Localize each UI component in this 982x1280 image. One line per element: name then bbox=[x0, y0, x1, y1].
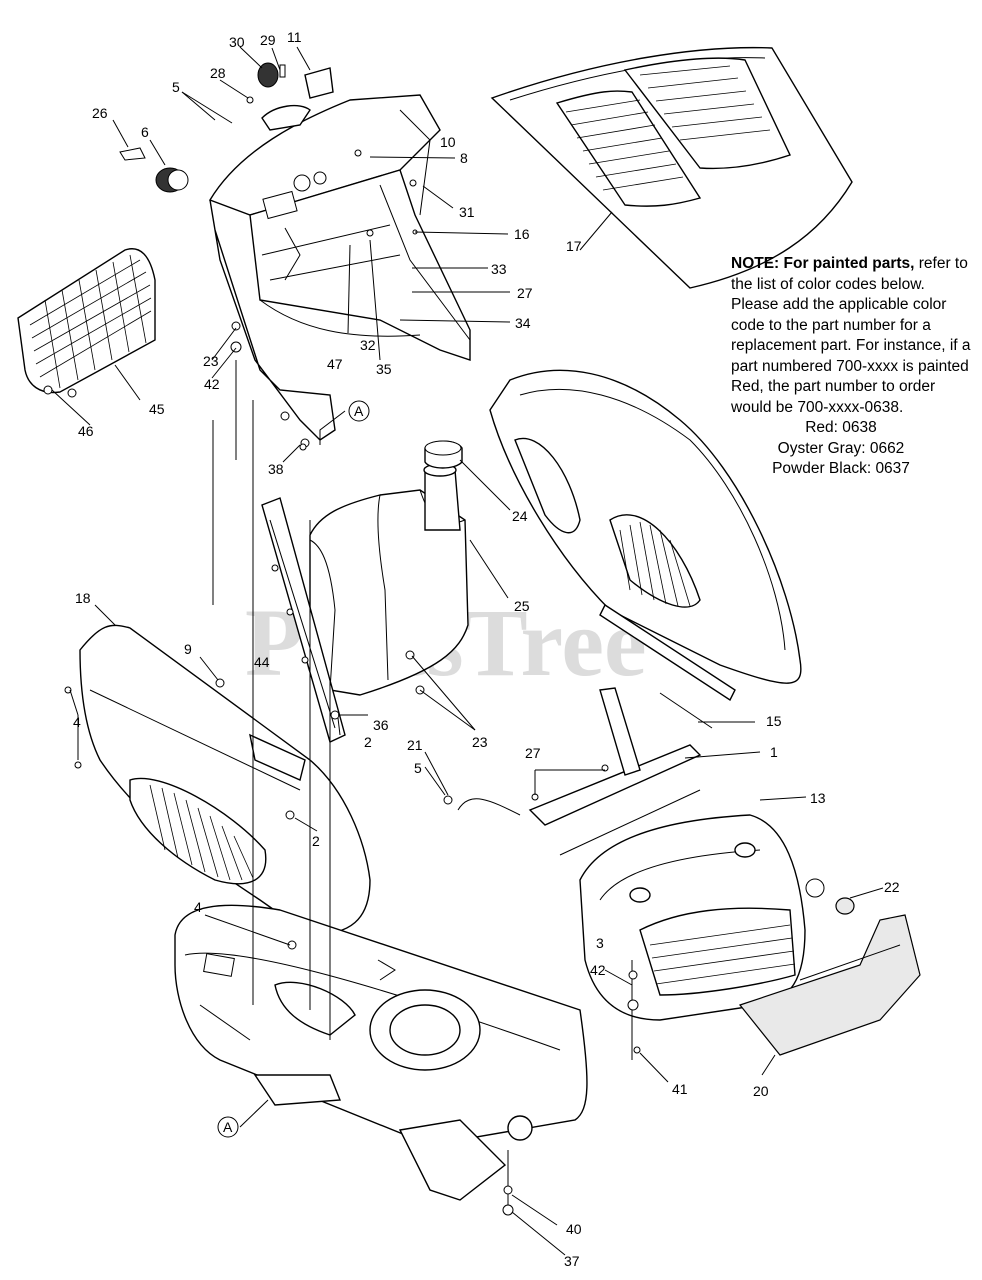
callout-label: 11 bbox=[287, 29, 302, 45]
color-code-red: Red: 0638 bbox=[805, 419, 877, 436]
callout-label: 5 bbox=[172, 79, 180, 95]
callout-label: 47 bbox=[327, 356, 343, 372]
callout-label: 23 bbox=[472, 734, 488, 750]
callout-label: 45 bbox=[149, 401, 165, 417]
reference-circle-a-lower bbox=[217, 1116, 239, 1138]
callout-label: 6 bbox=[141, 124, 149, 140]
callout-label: 8 bbox=[460, 150, 468, 166]
callout-label: 31 bbox=[459, 204, 475, 220]
callout-labels: 30 29 11 28 5 26 6 10 8 31 16 17 33 27 3… bbox=[73, 29, 900, 1269]
callout-label: A bbox=[354, 403, 364, 419]
callout-label: 29 bbox=[260, 32, 276, 48]
callout-label: 46 bbox=[78, 423, 94, 439]
callout-label: 26 bbox=[92, 105, 108, 121]
callout-label: 2 bbox=[364, 734, 372, 750]
color-code-oyster-gray: Oyster Gray: 0662 bbox=[777, 439, 905, 457]
callout-label: 42 bbox=[204, 376, 220, 392]
dash-panel-part bbox=[208, 94, 471, 441]
callout-label: 1 bbox=[770, 744, 778, 760]
callout-label: 32 bbox=[360, 337, 376, 353]
callout-label: 22 bbox=[884, 879, 900, 895]
color-code-powder-black: Powder Black: 0637 bbox=[772, 460, 910, 477]
callout-label: 40 bbox=[566, 1221, 582, 1237]
callout-label: 28 bbox=[210, 65, 226, 81]
leader-lines bbox=[51, 46, 884, 1256]
right-side-panel-part bbox=[489, 369, 802, 702]
callout-label: A bbox=[223, 1119, 233, 1135]
callout-label: 5 bbox=[414, 760, 422, 776]
callout-label: 4 bbox=[194, 899, 202, 915]
callout-label: 35 bbox=[376, 361, 392, 377]
frame-chassis-part bbox=[174, 904, 588, 1201]
callout-label: 36 bbox=[373, 717, 389, 733]
callout-label: 18 bbox=[75, 590, 91, 606]
callout-label: 24 bbox=[512, 508, 528, 524]
headlight-bulb-part bbox=[805, 878, 855, 915]
callout-label: 44 bbox=[254, 654, 270, 670]
tank-bracket-part bbox=[261, 497, 346, 743]
painted-parts-note: NOTE: For painted parts, refer to the li… bbox=[731, 254, 971, 480]
callout-label: 21 bbox=[407, 737, 423, 753]
note-heading: NOTE: bbox=[731, 255, 780, 272]
callout-label: 33 bbox=[491, 261, 507, 277]
color-code-list: Red: 0638 Oyster Gray: 0662 Powder Black… bbox=[731, 418, 951, 480]
ignition-switch-part bbox=[119, 62, 334, 193]
fuel-tank-part bbox=[309, 440, 469, 696]
support-bracket-part bbox=[457, 687, 713, 856]
callout-label: 15 bbox=[766, 713, 782, 729]
callout-label: 9 bbox=[184, 641, 192, 657]
front-nose-part bbox=[579, 814, 806, 1021]
callout-label: 17 bbox=[566, 238, 582, 254]
callout-label: 13 bbox=[810, 790, 826, 806]
callout-label: 20 bbox=[753, 1083, 769, 1099]
callout-label: 42 bbox=[590, 962, 606, 978]
note-bold-text: For painted parts, bbox=[783, 255, 915, 272]
callout-label: 34 bbox=[515, 315, 531, 331]
callout-label: 38 bbox=[268, 461, 284, 477]
front-bumper-part bbox=[738, 914, 921, 1056]
hood-part bbox=[490, 46, 853, 289]
callout-label: 16 bbox=[514, 226, 530, 242]
callout-label: 25 bbox=[514, 598, 530, 614]
callout-label: 37 bbox=[564, 1253, 580, 1269]
callout-label: 23 bbox=[203, 353, 219, 369]
callout-label: 41 bbox=[672, 1081, 688, 1097]
callout-label: 27 bbox=[517, 285, 533, 301]
callout-label: 4 bbox=[73, 714, 81, 730]
callout-label: 3 bbox=[596, 935, 604, 951]
note-body: refer to the list of color codes below. … bbox=[731, 255, 971, 416]
callout-label: 27 bbox=[525, 745, 541, 761]
callout-label: 2 bbox=[312, 833, 320, 849]
headlight-grille-part bbox=[17, 248, 156, 398]
callout-label: 10 bbox=[440, 134, 456, 150]
reference-circle-a-upper bbox=[348, 400, 370, 422]
callout-label: 30 bbox=[229, 34, 245, 50]
